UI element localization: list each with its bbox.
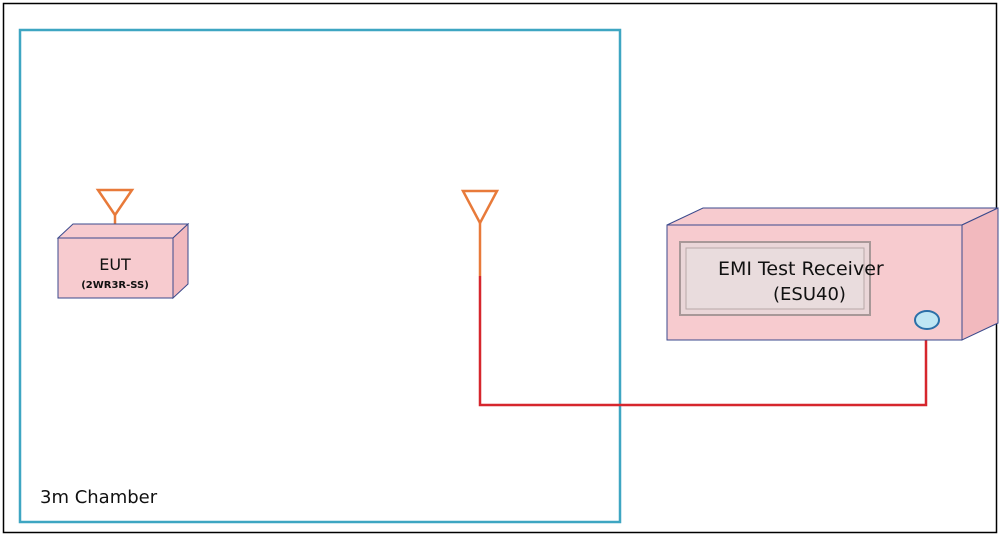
eut-model: (2WR3R-SS) [81, 280, 149, 291]
emi-receiver-box: EMI Test Receiver (ESU40) [666, 207, 999, 341]
receiver-title: EMI Test Receiver [718, 258, 884, 280]
chamber-outline [18, 28, 622, 524]
eut-box-top [56, 223, 190, 239]
receiver-model: (ESU40) [773, 284, 846, 305]
receive-antenna-icon [460, 189, 500, 276]
rf-cable [478, 276, 928, 407]
receiver-display: EMI Test Receiver (ESU40) [679, 241, 884, 316]
eut-box: EUT (2WR3R-SS) [56, 222, 190, 300]
receiver-rf-port-icon [914, 310, 940, 330]
receiver-box-side [961, 207, 999, 341]
chamber-label: 3m Chamber [40, 487, 158, 508]
receiver-box-top [666, 207, 999, 226]
eut-box-front [57, 237, 174, 299]
eut-title: EUT [99, 255, 131, 274]
